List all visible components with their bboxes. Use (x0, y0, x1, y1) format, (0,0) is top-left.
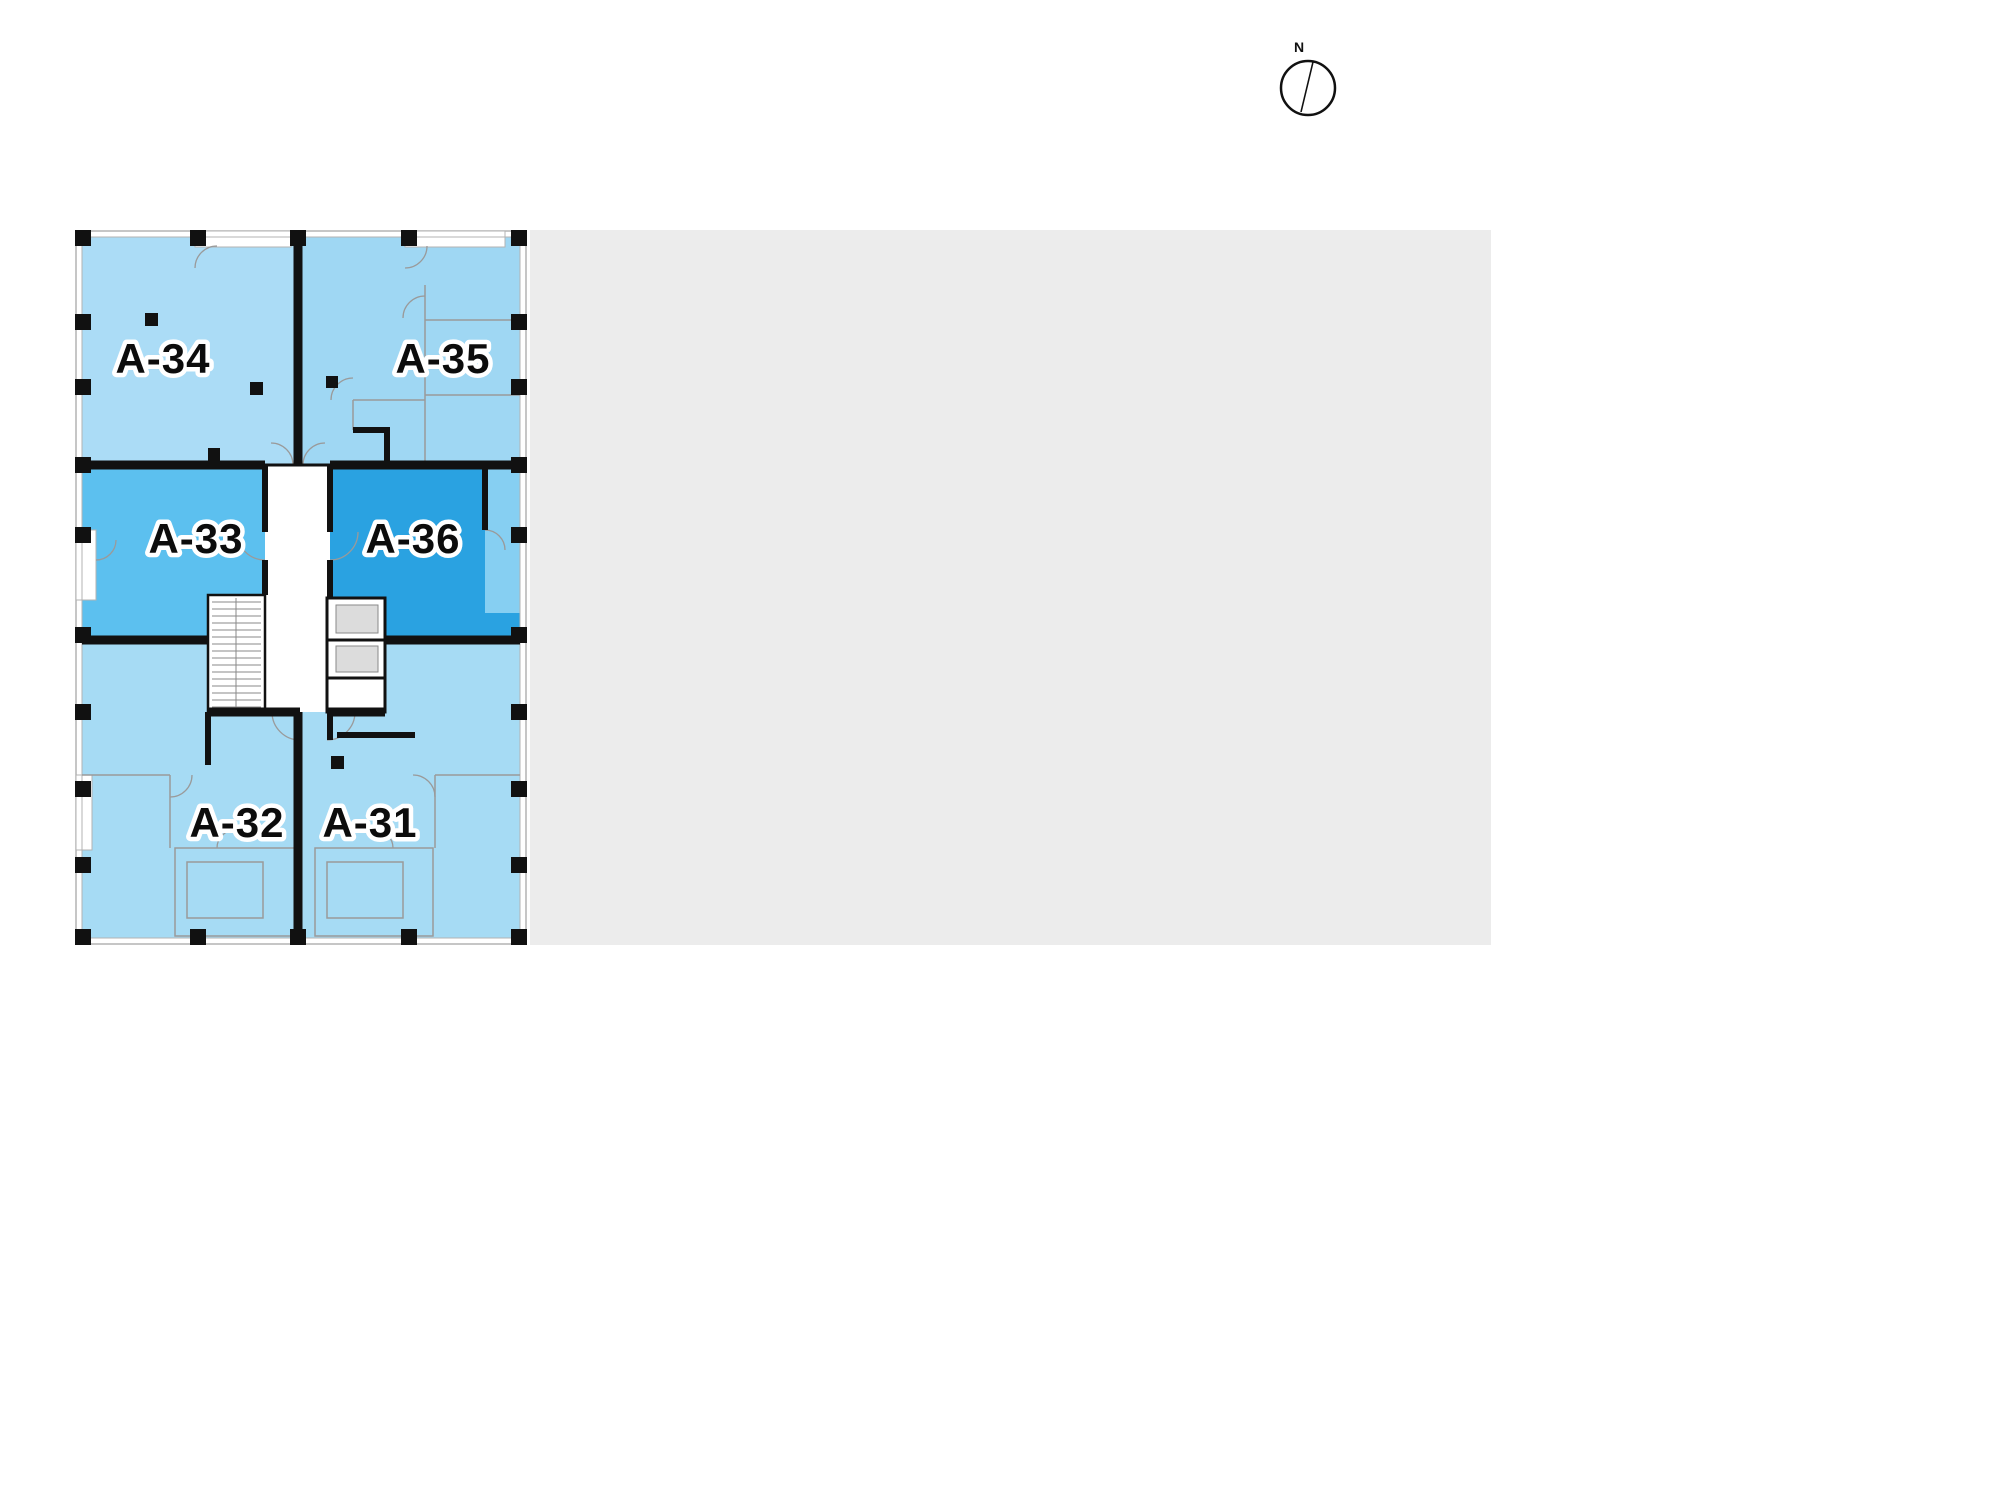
door-arc (402, 295, 426, 319)
unit-a-34-label: A-34 (115, 335, 210, 382)
top-recess-right (404, 230, 506, 248)
balcony-inner (186, 861, 264, 919)
door-arc (302, 442, 326, 466)
column-block (511, 704, 527, 720)
unit-a-36-label: A-36 (365, 515, 460, 562)
column-block (75, 627, 91, 643)
column-block (290, 230, 306, 246)
column-block (511, 857, 527, 873)
column-block (75, 929, 91, 945)
unit-labels: A-34 A-35 A-33 A-36 A-32 A-31 (111, 331, 494, 851)
unit-a-35-label: A-35 (395, 335, 490, 382)
door-arc (329, 531, 359, 561)
core-lobby (325, 676, 387, 714)
unit-a-35-area[interactable] (298, 237, 520, 465)
partition-line (434, 774, 520, 848)
column-block (75, 379, 91, 395)
column-block (75, 314, 91, 330)
column-block (401, 230, 417, 246)
column-block (75, 704, 91, 720)
side-panel (530, 230, 1491, 945)
walls (82, 232, 520, 938)
unit-a-36[interactable] (330, 465, 520, 640)
balcony-inner (326, 861, 404, 919)
stair-core (206, 465, 387, 714)
column-block (75, 527, 91, 543)
door-arc (484, 529, 506, 551)
column-block (511, 929, 527, 945)
door-arc (374, 829, 394, 849)
elevator-cab-1 (335, 604, 379, 634)
elevator-cab-2 (335, 645, 379, 673)
compass-needle-icon (1300, 61, 1314, 113)
wall-stub (331, 756, 344, 769)
corridor (265, 465, 330, 712)
door-arc (412, 774, 436, 798)
column-block (511, 230, 527, 246)
unit-a-35[interactable] (298, 237, 520, 465)
column-block (75, 781, 91, 797)
column-block (511, 314, 527, 330)
structural-columns (75, 230, 527, 945)
partition-line (82, 774, 171, 848)
wall-segment (262, 465, 333, 598)
wall-segment (353, 427, 390, 465)
door-arc (95, 539, 117, 561)
door-arc (216, 829, 236, 849)
door-arc (404, 245, 428, 269)
door-arc (194, 245, 218, 269)
door-arc (270, 442, 294, 466)
column-block (75, 230, 91, 246)
floor-plan: A-34 A-35 A-33 A-36 A-32 A-31 (75, 230, 527, 945)
partitions (82, 285, 520, 848)
compass: N (1279, 39, 1337, 117)
column-block (401, 929, 417, 945)
wall-stub (208, 448, 220, 465)
door-arc (169, 774, 193, 798)
column-block (75, 457, 91, 473)
wall-stub (145, 313, 158, 326)
column-block (75, 857, 91, 873)
balcony-outline (314, 847, 434, 937)
column-block (190, 929, 206, 945)
wall-stub (250, 382, 263, 395)
column-block (290, 929, 306, 945)
column-block (511, 527, 527, 543)
column-block (511, 379, 527, 395)
compass-north-label: N (1294, 39, 1304, 55)
column-block (511, 457, 527, 473)
partition-line (352, 399, 425, 430)
column-block (190, 230, 206, 246)
compass-circle (1279, 59, 1337, 117)
unit-a-34[interactable] (82, 237, 298, 465)
unit-a-32-label: A-32 (189, 799, 284, 846)
top-recess-left (194, 230, 292, 248)
wall-stub (326, 376, 338, 388)
column-block (511, 627, 527, 643)
door-arc (236, 531, 266, 561)
column-block (511, 781, 527, 797)
unit-a-34-area[interactable] (82, 237, 298, 465)
unit-a-33-label: A-33 (148, 515, 243, 562)
unit-a-31-label: A-31 (322, 799, 417, 846)
